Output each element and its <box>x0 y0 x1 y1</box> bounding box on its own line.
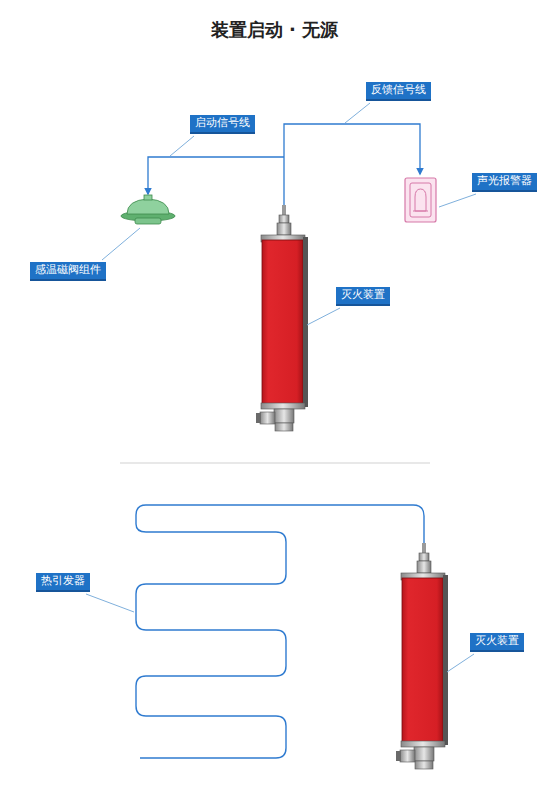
leader-line <box>170 136 194 156</box>
extinguisher <box>396 543 448 769</box>
label-text: 启动信号线 <box>195 116 250 130</box>
callout-label: 反馈信号线 <box>366 82 431 101</box>
leader-line <box>86 594 134 612</box>
label-text: 反馈信号线 <box>371 83 426 97</box>
label-text: 感温磁阀组件 <box>35 263 101 277</box>
callout-label: 声光报警器 <box>472 173 537 192</box>
thermal-valve <box>121 195 175 224</box>
feedback-wire <box>284 124 420 205</box>
callout-label: 灭火装置 <box>336 287 390 306</box>
label-text: 声光报警器 <box>477 174 532 188</box>
start-wire <box>148 157 284 194</box>
leader-line <box>345 103 370 123</box>
callout-label: 启动信号线 <box>190 115 255 134</box>
label-text: 灭火装置 <box>475 634 519 648</box>
sound-light-alarm <box>405 178 436 222</box>
callout-label: 灭火装置 <box>470 633 524 652</box>
callout-label: 热引发器 <box>36 573 90 592</box>
title: 装置启动 · 无源 <box>0 18 549 42</box>
label-text: 热引发器 <box>41 574 85 588</box>
leader-line <box>102 228 140 260</box>
leader-line <box>307 308 340 325</box>
extinguisher <box>256 205 308 431</box>
leader-line <box>447 654 474 672</box>
separator <box>120 462 430 464</box>
heat-trigger-cable <box>136 505 424 758</box>
callout-label: 感温磁阀组件 <box>30 262 106 281</box>
label-text: 灭火装置 <box>341 288 385 302</box>
leader-line <box>439 194 476 207</box>
